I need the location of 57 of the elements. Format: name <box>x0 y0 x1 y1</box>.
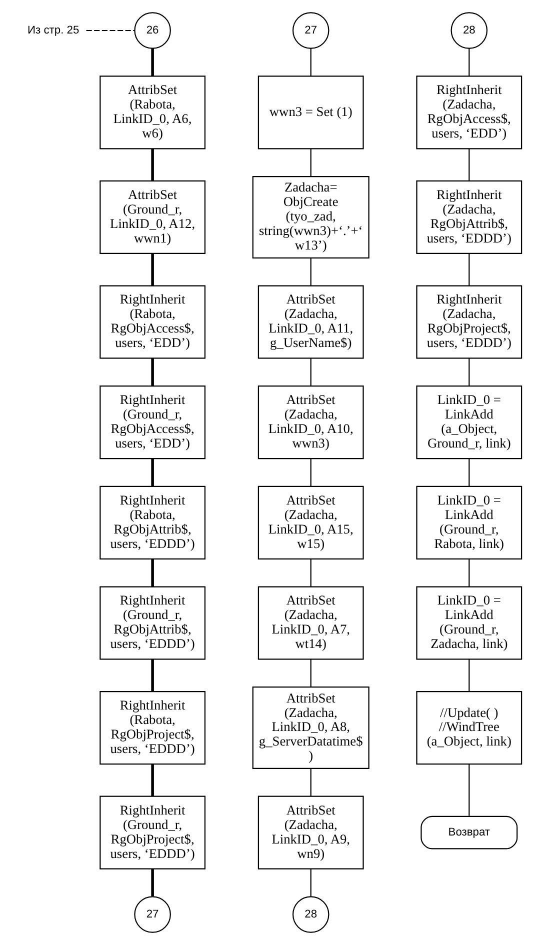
connector <box>468 764 470 816</box>
node-box: RightInherit (Rabota, RgObjProject$, users, ‘EDDD’) <box>100 691 206 765</box>
node-box: LinkID_0 = LinkAdd (a_Object, Ground_r, link) <box>416 386 522 460</box>
connector <box>468 559 470 587</box>
node-box: RightInherit (Zadacha, RgObjAccess$, users, ‘EDD’) <box>416 76 522 150</box>
connector <box>468 358 470 386</box>
connector <box>310 458 312 486</box>
node-box: RightInherit (Ground_r, RgObjAccess$, users, ‘EDD’) <box>100 386 206 460</box>
connector <box>310 358 312 386</box>
node-circle: 28 <box>450 12 488 49</box>
node-circle: 27 <box>134 896 171 933</box>
connector <box>468 458 470 486</box>
node-box: RightInherit (Rabota, RgObjAccess$, users, ‘EDD’) <box>100 285 206 359</box>
connector <box>310 559 312 587</box>
connector <box>310 258 312 286</box>
node-box: //Update( ) //WindTree (a_Object, link) <box>416 691 522 765</box>
node-box: wwn3 = Set (1) <box>258 76 364 150</box>
node-box: AttribSet (Rabota, LinkID_0, A6, w6) <box>100 76 206 150</box>
node-box: AttribSet (Zadacha, LinkID_0, A10, wwn3) <box>258 386 364 460</box>
node-box: AttribSet (Zadacha, LinkID_0, A9, wn9) <box>258 796 364 870</box>
node-circle: 28 <box>292 896 330 933</box>
connector <box>151 868 154 896</box>
node-box: RightInherit (Zadacha, RgObjAttrib$, users, ‘EDDD’) <box>416 180 522 254</box>
node-box: RightInherit (Ground_r, RgObjAttrib$, users, ‘EDDD’) <box>100 586 206 660</box>
connector <box>151 148 154 181</box>
node-box: AttribSet (Zadacha, LinkID_0, A8, g_ServerDatatime$ ) <box>252 686 370 770</box>
node-box: Zadacha= ObjCreate (tyo_zad, string(wwn3)+‘.’+‘ w13’) <box>252 176 370 258</box>
node-box: RightInherit (Rabota, RgObjAttrib$, users, ‘EDDD’) <box>100 486 206 560</box>
connector <box>151 48 154 76</box>
node-box: AttribSet (Ground_r, LinkID_0, A12, wwn1) <box>100 180 206 254</box>
connector <box>86 30 134 32</box>
node-box: LinkID_0 = LinkAdd (Ground_r, Rabota, link) <box>416 486 522 560</box>
node-box: AttribSet (Zadacha, LinkID_0, A11, g_UserName$) <box>258 285 364 359</box>
connector <box>151 559 154 587</box>
node-box: RightInherit (Zadacha, RgObjProject$, users, ‘EDDD’) <box>416 285 522 359</box>
node-circle: 27 <box>292 12 330 49</box>
connector <box>468 659 470 692</box>
connector <box>310 868 312 896</box>
connector <box>310 768 312 796</box>
connector <box>151 764 154 796</box>
node-box: AttribSet (Zadacha, LinkID_0, A7, wt14) <box>258 586 364 660</box>
connector <box>310 48 312 76</box>
node-box: LinkID_0 = LinkAdd (Ground_r, Zadacha, link) <box>416 586 522 660</box>
connector <box>151 659 154 692</box>
node-box: AttribSet (Zadacha, LinkID_0, A15, w15) <box>258 486 364 560</box>
node-text: Из стр. 25 <box>28 24 80 36</box>
node-box: RightInherit (Ground_r, RgObjProject$, users, ‘EDDD’) <box>100 796 206 870</box>
connector <box>310 148 312 177</box>
connector <box>468 48 470 76</box>
node-circle: 26 <box>134 12 171 49</box>
node-box: Возврат <box>420 816 518 850</box>
connector <box>151 458 154 486</box>
connector <box>468 148 470 181</box>
connector <box>310 659 312 688</box>
connector <box>151 358 154 386</box>
connector <box>151 254 154 286</box>
connector <box>468 254 470 286</box>
